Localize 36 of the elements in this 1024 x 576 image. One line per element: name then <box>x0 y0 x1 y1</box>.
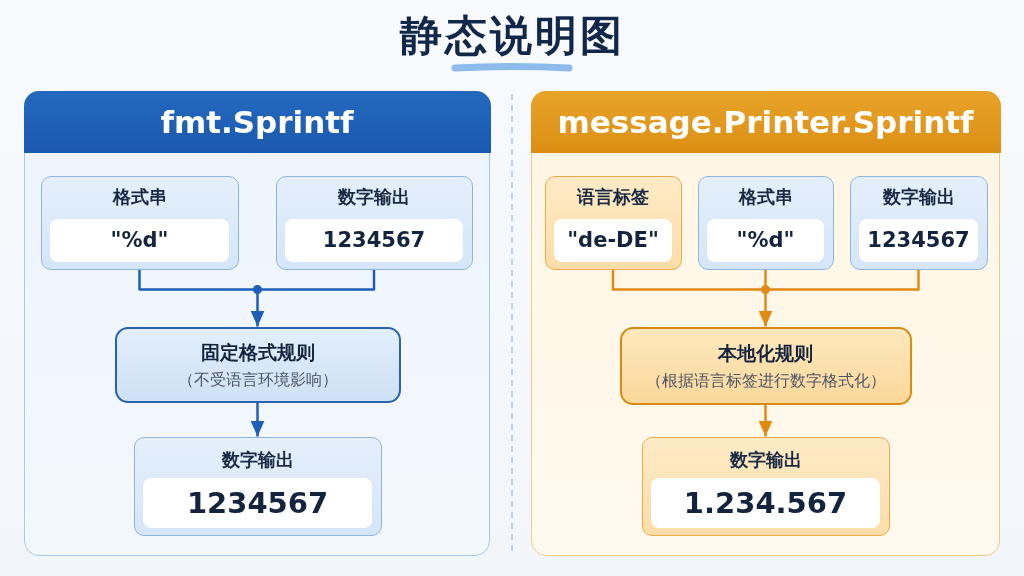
box-heading: 格式串 <box>112 184 167 209</box>
value-box: 1234567 <box>143 477 372 528</box>
box-heading: 数字输出 <box>338 184 410 209</box>
value-box: "de-DE" <box>554 218 672 262</box>
value-box: 1234567 <box>859 218 978 262</box>
input-box <box>697 175 834 270</box>
output-box <box>133 436 382 536</box>
value-box: 1234567 <box>285 218 463 262</box>
box-heading: 数字输出 <box>221 447 294 472</box>
input-box <box>275 175 473 270</box>
value-box: 1.234.567 <box>651 477 880 528</box>
input-box <box>849 175 988 270</box>
note-text: （根据语言标签进行数字格式化） <box>645 369 886 392</box>
note-text: （不受语言环境影响） <box>177 368 338 391</box>
header-bar: message.Printer.Sprintf <box>530 90 1001 153</box>
arrow <box>611 268 920 328</box>
arrow <box>758 404 773 437</box>
output-box <box>641 436 890 536</box>
arrow <box>138 268 376 328</box>
panel <box>531 91 1000 556</box>
input-box <box>40 175 239 270</box>
arrow <box>250 402 265 437</box>
input-box <box>544 175 682 270</box>
value-box: "%d" <box>707 218 824 262</box>
process-box <box>619 326 912 405</box>
box-heading: 格式串 <box>738 184 793 209</box>
header-bar: fmt.Sprintf <box>23 90 491 153</box>
process-box <box>114 326 401 403</box>
box-heading: 语言标签 <box>577 184 649 209</box>
value-box: "%d" <box>50 218 229 262</box>
box-heading: 数字输出 <box>729 447 802 472</box>
box-title: 本地化规则 <box>718 340 813 366</box>
panel <box>24 91 490 556</box>
title: 静态说明图 <box>399 10 625 62</box>
box-heading: 数字输出 <box>882 184 955 209</box>
box-title: 固定格式规则 <box>200 339 315 365</box>
